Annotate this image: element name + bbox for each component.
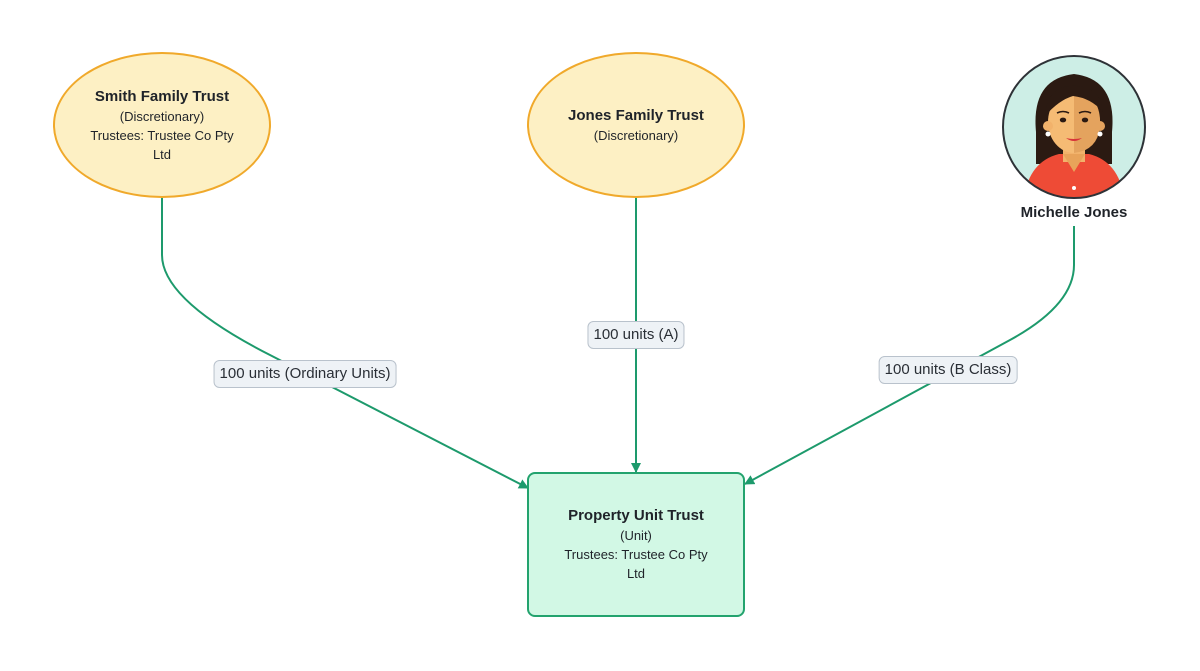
edge-michelle-to-property <box>744 226 1075 485</box>
property-trust-trustees: Trustees: Trustee Co Pty <box>564 547 708 562</box>
smith-family-trust-node[interactable]: Smith Family Trust (Discretionary) Trust… <box>53 52 271 198</box>
property-trust-type: (Unit) <box>620 528 652 543</box>
property-trust-title: Property Unit Trust <box>568 507 704 524</box>
person-avatar-icon <box>1002 55 1146 199</box>
property-trust-trustees-cont: Ltd <box>626 566 646 581</box>
property-unit-trust-node[interactable]: Property Unit Trust (Unit) Trustees: Tru… <box>527 472 745 617</box>
edge-label-jones: 100 units (A) <box>587 321 685 349</box>
smith-trust-trustees-cont: Ltd <box>152 146 172 162</box>
smith-trust-title: Smith Family Trust <box>94 87 230 105</box>
edge-label-michelle: 100 units (B Class) <box>878 356 1018 384</box>
jones-family-trust-node[interactable]: Jones Family Trust (Discretionary) <box>527 52 745 198</box>
jones-trust-type: (Discretionary) <box>593 127 679 143</box>
jones-trust-title: Jones Family Trust <box>568 106 704 124</box>
michelle-jones-name: Michelle Jones <box>1020 204 1128 221</box>
smith-trust-type: (Discretionary) <box>119 108 205 124</box>
edge-label-smith: 100 units (Ordinary Units) <box>213 360 397 388</box>
smith-trust-trustees: Trustees: Trustee Co Pty <box>90 127 234 143</box>
michelle-jones-node[interactable]: Michelle Jones <box>994 54 1154 221</box>
edge-smith-to-property <box>161 198 529 489</box>
